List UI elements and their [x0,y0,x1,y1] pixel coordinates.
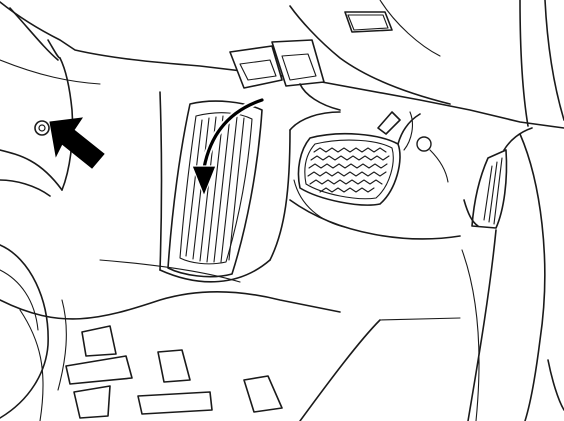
kick-panel [0,40,73,418]
accelerator-pedal [464,128,532,228]
floor-clips [66,326,282,418]
black-arrow-icon [50,118,104,168]
dash-clip [345,12,392,32]
pedal-bracket [230,40,340,110]
bolt [35,121,49,135]
floor-pad [168,101,262,277]
brake-pedal [298,112,400,205]
